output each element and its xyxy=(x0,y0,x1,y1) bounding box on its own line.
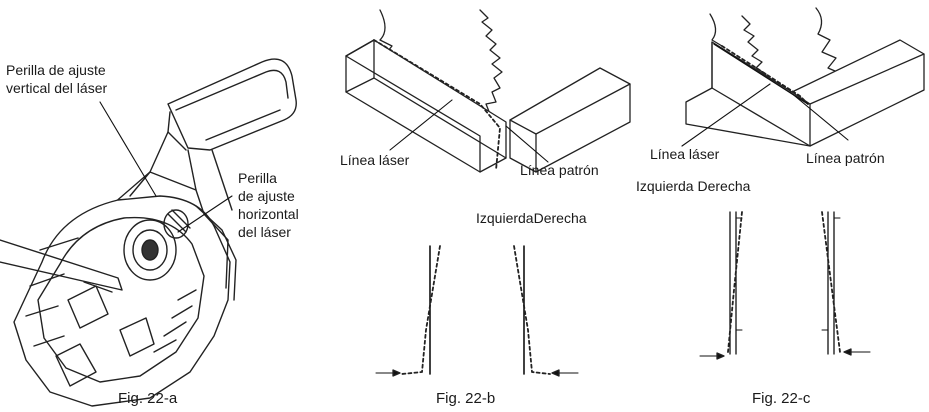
label-horizontal-knob-line3: horizontal xyxy=(238,206,299,222)
label-horizontal-knob-line2: de ajuste xyxy=(238,188,295,204)
figure-22c: Línea láser Línea patrón Izquierda Derec… xyxy=(630,0,929,412)
laser-line-left xyxy=(401,245,441,375)
label-vertical-knob-line2: vertical del láser xyxy=(6,80,108,96)
laser-offset-diagram xyxy=(345,9,631,377)
saw-blade xyxy=(479,9,503,125)
workpiece-right xyxy=(509,67,631,173)
laser-line-dashed xyxy=(721,45,809,105)
label-horizontal-knob-line4: del láser xyxy=(238,224,291,240)
miter-saw-drawing xyxy=(0,58,297,407)
laser-aligned-diagram xyxy=(681,7,925,360)
caption-fig-22a: Fig. 22-a xyxy=(118,390,178,407)
laser-line-dashed xyxy=(373,39,501,171)
workpiece xyxy=(711,39,925,147)
label-laser-line-b: Línea láser xyxy=(340,152,410,168)
laser-line-left xyxy=(727,211,743,353)
workpiece-left xyxy=(373,39,507,159)
laser-line-right xyxy=(513,245,551,375)
label-pattern-line-c: Línea patrón xyxy=(806,150,885,166)
label-laser-line-c: Línea láser xyxy=(650,146,720,162)
label-left-right-b: IzquierdaDerecha xyxy=(476,210,587,226)
caption-fig-22b: Fig. 22-b xyxy=(436,390,496,407)
laser-line-right xyxy=(821,211,841,353)
figure-22b: Línea láser Línea patrón IzquierdaDerech… xyxy=(330,0,631,412)
figure-22a: Perilla de ajuste vertical del láser Per… xyxy=(0,0,330,412)
label-pattern-line-b: Línea patrón xyxy=(520,162,599,178)
caption-fig-22c: Fig. 22-c xyxy=(752,390,811,407)
label-vertical-knob-line1: Perilla de ajuste xyxy=(6,62,106,78)
label-horizontal-knob-line1: Perilla xyxy=(238,170,277,186)
label-left-right-c: Izquierda Derecha xyxy=(636,178,751,194)
